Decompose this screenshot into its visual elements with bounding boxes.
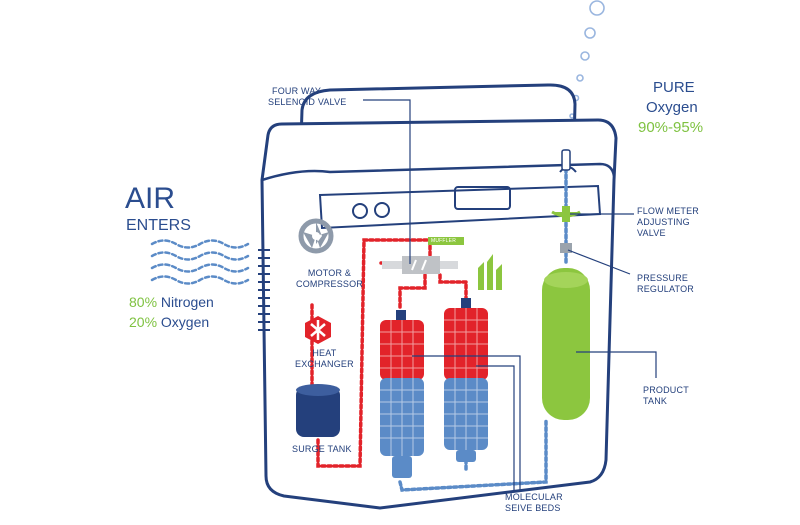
sieve-bed-right: [444, 298, 488, 462]
handle: [298, 83, 577, 173]
nitrogen-percent: 80%: [129, 294, 158, 310]
leader-lines: [363, 99, 657, 490]
oxygen-outlet: [561, 149, 571, 171]
beds-label-line2: SEIVE BEDS: [505, 503, 561, 513]
valve-label-line2: SELENOID VALVE: [268, 97, 347, 107]
product-tank-label: PRODUCT TANK: [643, 385, 689, 407]
pressure-label-line2: REGULATOR: [637, 284, 694, 294]
sieve-beds-label: MOLECULAR SEIVE BEDS: [505, 492, 563, 514]
air-title: AIR: [125, 182, 176, 215]
motor-label: MOTOR & COMPRESSOR: [296, 268, 363, 290]
flow-label-line2: ADJUSTING: [637, 217, 690, 227]
solenoid-valve: [382, 256, 458, 274]
motor-compressor-icon: [298, 218, 334, 254]
motor-label-line2: COMPRESSOR: [296, 279, 364, 289]
flow-label-line1: FLOW METER: [637, 206, 699, 216]
surge-tank: [296, 384, 340, 437]
output-subtitle: Oxygen: [646, 99, 698, 116]
oxygen-line: 20% Oxygen: [129, 314, 209, 330]
air-subtitle: ENTERS: [126, 217, 191, 234]
muffler-label: MUFFLER: [431, 238, 457, 244]
side-vent: [258, 249, 270, 331]
muffler-icon: [478, 254, 502, 290]
panel-knob-1: [352, 203, 368, 219]
muffler-tag: [428, 237, 464, 245]
oxygen-percent: 20%: [129, 314, 158, 330]
flow-meter-label: FLOW METER ADJUSTING VALVE: [637, 206, 699, 239]
valve-label-line1: FOUR WAY: [272, 86, 322, 96]
pressure-regulator-label: PRESSURE REGULATOR: [637, 273, 694, 295]
nitrogen-line: 80% Nitrogen: [129, 294, 214, 310]
pressure-regulator: [560, 243, 572, 253]
flow-label-line3: VALVE: [637, 228, 666, 238]
air-waves: [150, 239, 250, 285]
nitrogen-label: Nitrogen: [160, 294, 214, 310]
heat-exchanger-icon: [305, 316, 331, 344]
flow-meter-valve: [551, 206, 581, 222]
panel-knob-2: [374, 202, 390, 218]
pressure-label-line1: PRESSURE: [637, 273, 689, 283]
lid-line: [261, 162, 616, 182]
beds-label-line1: MOLECULAR: [505, 492, 563, 502]
panel-display: [454, 186, 511, 210]
heat-exchanger-label: HEAT EXCHANGER: [295, 348, 354, 370]
heat-label-line2: EXCHANGER: [295, 359, 354, 369]
product-label-line2: TANK: [643, 396, 668, 406]
motor-label-line1: MOTOR &: [307, 268, 352, 278]
valve-label: FOUR WAY SELENOID VALVE: [268, 86, 347, 108]
output-title: PURE: [653, 79, 695, 96]
sieve-bed-left: [380, 310, 424, 478]
output-range: 90%-95%: [638, 119, 704, 136]
product-tank: [542, 268, 590, 420]
product-label-line1: PRODUCT: [643, 385, 689, 395]
oxygen-label: Oxygen: [160, 314, 210, 330]
surge-tank-label: SURGE TANK: [292, 444, 352, 454]
heat-label-line1: HEAT: [312, 348, 337, 358]
